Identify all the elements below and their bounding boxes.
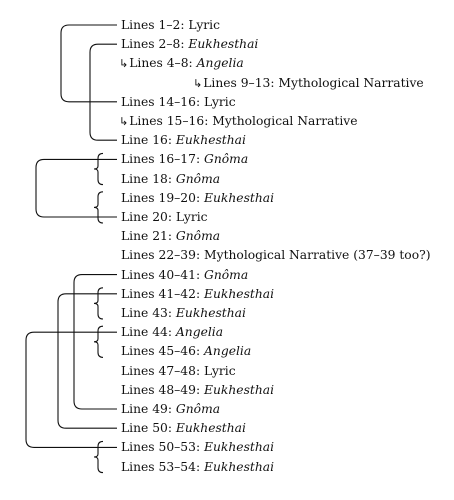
genre-label: Mythological Narrative (37–39 too?) [204,248,431,263]
line-reference: Lines 53–54 [121,460,204,474]
pair-brace [93,440,104,474]
passage-row: Line 20Lyric [121,208,208,226]
passage-row: Line 49Gnôma [121,400,220,418]
line-reference: Lines 2–8 [121,37,188,51]
line-reference: Lines 22–39 [121,248,204,262]
ring-link-connector [60,24,117,103]
passage-row: Lines 14–16Lyric [121,93,236,111]
line-reference: Line 49 [121,402,176,416]
passage-row: Lines 1–2Lyric [121,16,220,34]
genre-label: Eukhesthai [175,133,246,148]
pair-brace [93,191,104,224]
passage-row: Lines 45–46Angelia [121,342,251,360]
genre-label: Gnôma [175,171,221,186]
line-reference: Lines 1–2 [121,18,188,32]
ring-link-connector [89,43,117,141]
genre-label: Eukhesthai [204,382,275,397]
passage-row: Line 43Eukhesthai [121,304,246,322]
genre-label: Eukhesthai [188,37,259,52]
line-reference: Lines 9–13 [203,76,278,90]
line-reference: Lines 4–8 [129,56,196,70]
genre-label: Lyric [188,18,220,32]
line-reference: Line 20 [121,210,176,224]
line-reference: Lines 15–16 [129,114,212,128]
ring-link-connector [35,158,117,218]
line-reference: Lines 16–17 [121,152,204,166]
line-reference: Line 21 [121,229,176,243]
passage-row: Line 44Angelia [121,323,223,341]
genre-label: Gnôma [175,229,221,244]
line-reference: Line 43 [121,306,176,320]
genre-label: Angelia [204,344,252,359]
line-reference: Lines 45–46 [121,344,204,358]
passage-row: Lines 19–20Eukhesthai [121,189,274,207]
line-reference: Line 44 [121,325,176,339]
genre-label: Gnôma [204,152,249,167]
genre-label: Gnôma [175,402,221,416]
passage-row: ↳Lines 4–8Angelia [119,54,244,72]
passage-row: Line 16Eukhesthai [121,131,246,149]
line-reference: Lines 47–48 [121,364,204,378]
sub-passage-arrow-icon: ↳ [119,57,129,71]
line-reference: Line 18 [121,172,176,186]
genre-label: Angelia [196,56,244,71]
passage-row: Line 18Gnôma [121,170,220,188]
ring-link-connector [57,293,117,429]
genre-label: Gnôma [204,267,249,282]
line-reference: Lines 41–42 [121,287,204,301]
passage-row: Lines 47–48Lyric [121,362,236,380]
sub-passage-arrow-icon: ↳ [193,76,203,90]
genre-label: Mythological Narrative [212,114,358,128]
genre-label: Eukhesthai [204,440,275,455]
pair-brace [93,152,104,186]
line-reference: Lines 48–49 [121,383,204,397]
genre-label: Lyric [204,94,236,109]
passage-row: Line 21Gnôma [121,227,220,245]
line-reference: Line 50 [121,421,176,435]
pair-brace [93,287,104,320]
sub-passage-arrow-icon: ↳ [119,115,129,128]
passage-row: Lines 2–8Eukhesthai [121,35,258,53]
passage-row: Lines 40–41Gnôma [121,266,248,284]
passage-row: Lines 48–49Eukhesthai [121,381,274,399]
line-reference: Lines 19–20 [121,191,204,205]
passage-row: Lines 53–54Eukhesthai [121,458,274,476]
genre-label: Eukhesthai [204,190,275,205]
genre-label: Eukhesthai [175,306,246,320]
passage-row: Lines 50–53Eukhesthai [121,438,274,456]
ring-link-connector [73,274,117,410]
ring-link-connector [25,331,117,448]
passage-row: Lines 41–42Eukhesthai [121,285,274,303]
genre-label: Lyric [204,363,236,378]
genre-label: Eukhesthai [175,421,246,436]
pair-brace [93,325,104,358]
genre-label: Mythological Narrative [278,75,424,90]
passage-row: Lines 22–39Mythological Narrative (37–39… [121,246,431,264]
genre-label: Eukhesthai [204,459,275,474]
genre-label: Eukhesthai [204,286,275,301]
genre-label: Lyric [175,210,208,224]
line-reference: Lines 50–53 [121,440,204,454]
line-reference: Lines 40–41 [121,268,204,282]
line-reference: Line 16 [121,133,176,147]
passage-row: Line 50Eukhesthai [121,419,246,437]
passage-row: Lines 16–17Gnôma [121,150,248,168]
genre-label: Angelia [175,325,224,340]
passage-row: ↳Lines 15–16Mythological Narrative [119,112,358,130]
line-reference: Lines 14–16 [121,95,204,109]
passage-row: ↳Lines 9–13Mythological Narrative [193,74,424,92]
